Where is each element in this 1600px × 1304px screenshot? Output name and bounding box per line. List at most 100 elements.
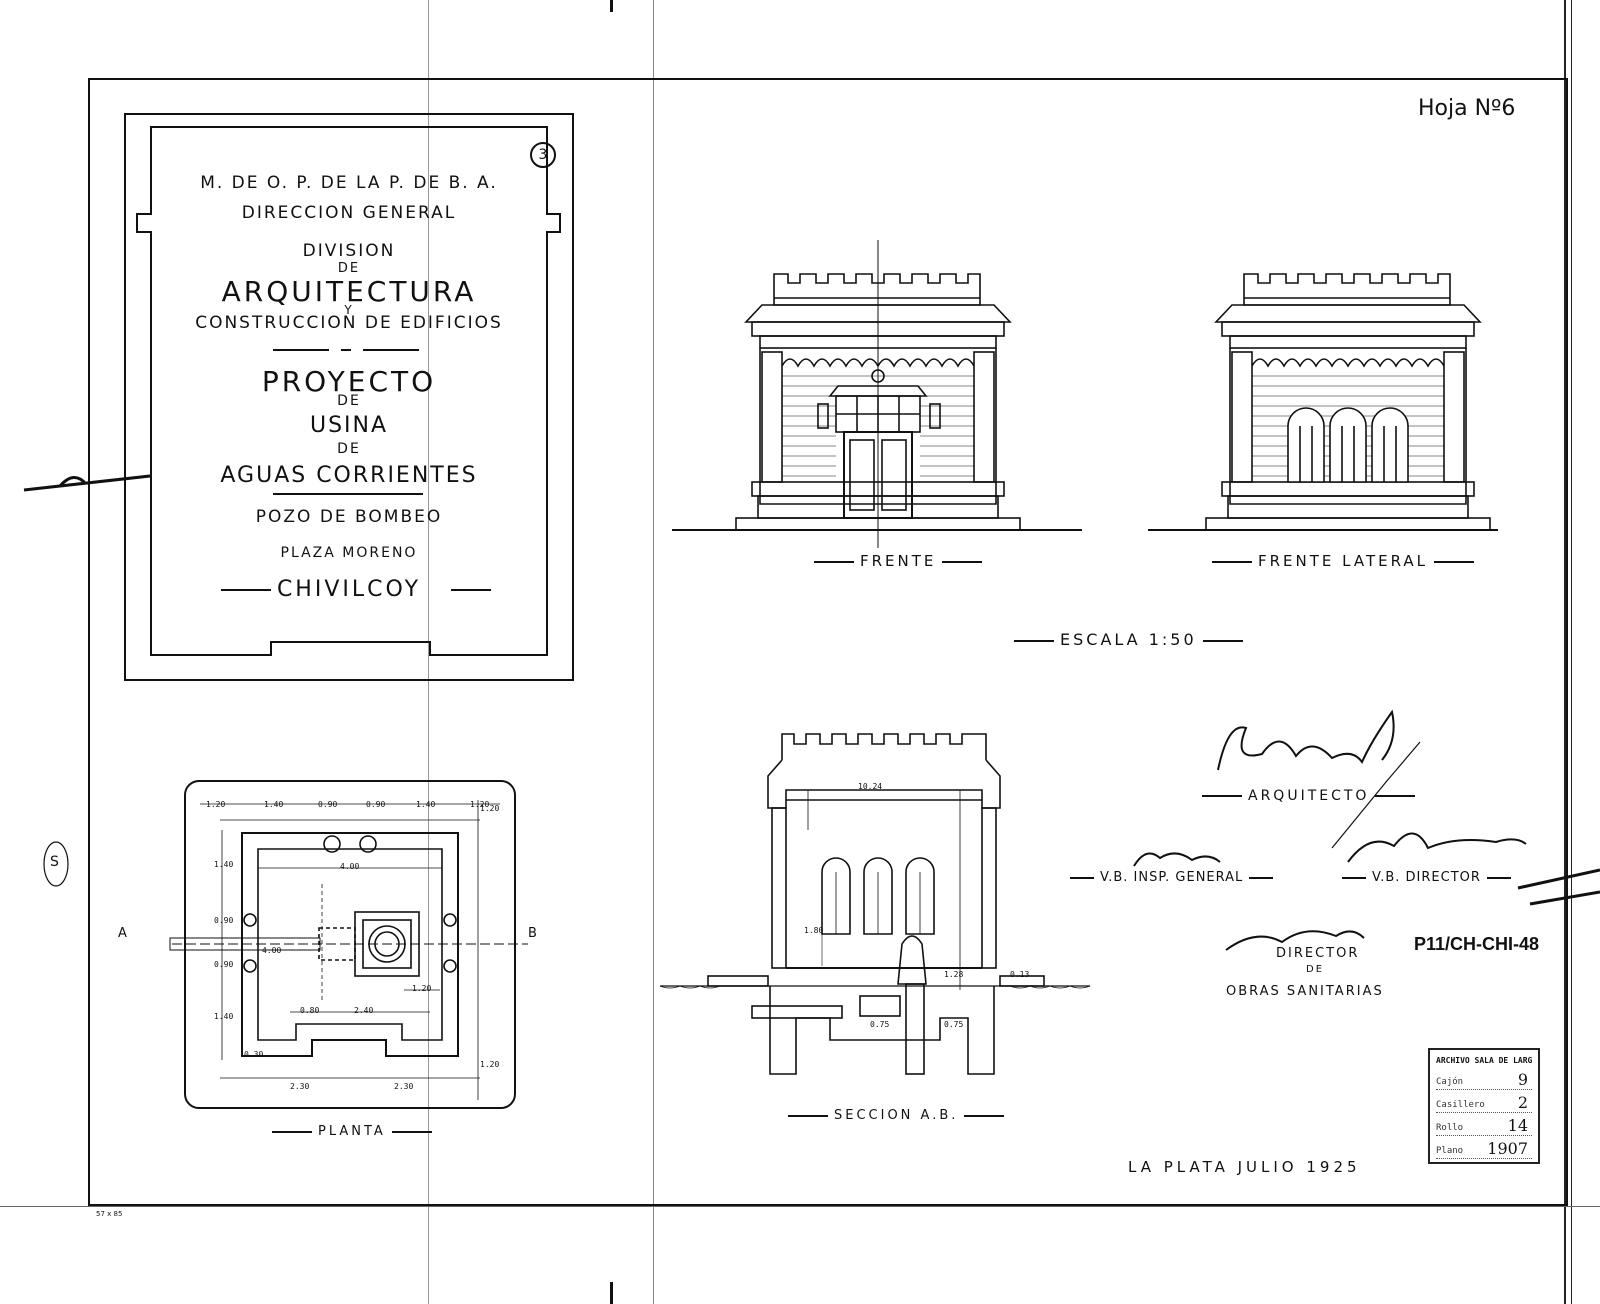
stamp-value: 9 (1517, 1070, 1528, 1089)
title-block: M. DE O. P. DE LA P. DE B. A. DIRECCION … (151, 127, 547, 655)
stamp-row: Casillero 2 (1436, 1090, 1532, 1113)
dim-bottom-2: 2.30 (394, 1082, 414, 1091)
stamp-key: Cajón (1436, 1077, 1464, 1087)
dim-top-4: 0.90 (366, 800, 386, 809)
title-city: CHIVILCOY (276, 577, 422, 602)
label-plan-text: PLANTA (318, 1124, 386, 1139)
director-title-text: V.B. DIRECTOR (1372, 870, 1481, 885)
title-y: Y (344, 303, 354, 317)
title-de-1: DE (337, 261, 361, 276)
dim-d4: 0.13 (1010, 970, 1030, 979)
dim-right-2: 1.20 (480, 1060, 500, 1069)
dim-d2: 0.75 (870, 1020, 890, 1029)
drawing-code: P11/CH-CHI-48 (1414, 934, 1540, 954)
dim-beam: 10.24 (858, 782, 883, 791)
label-scale-text: ESCALA 1:50 (1060, 630, 1197, 649)
title-usina: USINA (309, 413, 389, 438)
plan-view (169, 780, 528, 1109)
title-rule-3b (451, 589, 491, 591)
dim-d1: 1.28 (944, 970, 964, 979)
title-rule-1a (273, 349, 329, 351)
dim-d3: 0.75 (944, 1020, 964, 1029)
margin-mark-right (1517, 868, 1600, 906)
title-aguas: AGUAS CORRIENTES (220, 463, 478, 488)
corner-note: 57 x 85 (96, 1210, 123, 1218)
label-side-text: FRENTE LATERAL (1258, 552, 1429, 570)
stamp-value: 14 (1507, 1116, 1528, 1135)
sheet-number: Hoja Nº6 (1418, 96, 1516, 121)
title-architecture: ARQUITECTURA (221, 275, 477, 308)
title-ministry: M. DE O. P. DE LA P. DE B. A. (200, 173, 498, 193)
title-rule-3a (221, 589, 271, 591)
top-tick (610, 0, 613, 12)
title-construction: CONSTRUCCION DE EDIFICIOS (195, 313, 503, 333)
sheet-edge-right-2 (1571, 0, 1572, 1304)
place-date: LA PLATA JULIO 1925 (1128, 1158, 1361, 1176)
title-division: DIVISION (302, 241, 396, 261)
dim-bottom-1: 2.30 (290, 1082, 310, 1091)
signature-marks (1133, 709, 1527, 951)
inspector-title: V.B. INSP. GENERAL (1064, 870, 1279, 885)
dim-left-3: 0.90 (214, 960, 234, 969)
stamp-row: Cajón 9 (1436, 1067, 1532, 1090)
director-works-title-1: DIRECTOR (1276, 946, 1360, 961)
dim-right-1: 1.20 (480, 804, 500, 813)
dim-height: 1.80 (804, 926, 824, 935)
title-pozo: POZO DE BOMBEO (255, 507, 443, 527)
dim-top-2: 1.40 (264, 800, 284, 809)
dim-top-6: 1.20 (470, 800, 490, 809)
director-works-title-2: DE (1306, 964, 1325, 975)
label-plan: PLANTA (266, 1124, 438, 1139)
director-title: V.B. DIRECTOR (1336, 870, 1517, 885)
architect-title-text: ARQUITECTO (1248, 788, 1370, 804)
stamp-key: Rollo (1436, 1123, 1464, 1133)
label-front-text: FRENTE (860, 552, 937, 570)
margin-circle (43, 841, 69, 887)
title-de-3: DE (337, 441, 361, 457)
dim-inner-3: 1.20 (412, 984, 432, 993)
dim-inner-2: 2.40 (354, 1006, 374, 1015)
label-section-text: SECCION A.B. (834, 1108, 959, 1123)
dim-inner-width: 4.00 (340, 862, 360, 871)
bottom-tick (610, 1282, 613, 1304)
section-view (659, 733, 1091, 1075)
stamp-key: Plano (1436, 1146, 1464, 1156)
dim-top-3: 0.90 (318, 800, 338, 809)
title-rule-2 (273, 493, 423, 495)
side-elevation (1148, 273, 1498, 531)
inspector-title-text: V.B. INSP. GENERAL (1100, 870, 1244, 885)
margin-mark-left (23, 474, 151, 492)
dim-left-1: 1.40 (214, 860, 234, 869)
sheet-border (88, 78, 1568, 1206)
dim-left-4: 1.40 (214, 1012, 234, 1021)
dim-top-5: 1.40 (416, 800, 436, 809)
dim-left-2: 0.90 (214, 916, 234, 925)
label-side: FRENTE LATERAL (1206, 552, 1480, 570)
dim-top-1: 1.20 (206, 800, 226, 809)
stamp-value: 1907 (1487, 1139, 1528, 1158)
plate-number: 3 (530, 142, 556, 168)
section-marker-a: A (118, 926, 130, 941)
title-rule-1c (363, 349, 419, 351)
title-project: PROYECTO (261, 365, 437, 398)
bottom-border-line (0, 1206, 1600, 1207)
dim-inner-height: 4.00 (262, 946, 282, 955)
stamp-key: Casillero (1436, 1100, 1485, 1110)
title-plaza: PLAZA MORENO (280, 545, 418, 561)
stamp-row: Plano 1907 (1436, 1136, 1532, 1159)
title-de-2: DE (337, 393, 361, 409)
stamp-value: 2 (1517, 1093, 1528, 1112)
dim-inner-4: 0.80 (300, 1006, 320, 1015)
fold-line-center (653, 0, 654, 1304)
sheet-edge-right (1564, 0, 1566, 1304)
title-rule-1b (341, 349, 351, 351)
title-direction: DIRECCION GENERAL (241, 203, 457, 223)
director-works-title-3: OBRAS SANITARIAS (1226, 984, 1384, 999)
label-scale: ESCALA 1:50 (1008, 630, 1249, 649)
label-front: FRENTE (808, 552, 988, 570)
front-elevation (672, 240, 1082, 548)
label-section: SECCION A.B. (782, 1108, 1010, 1123)
title-block-frame (124, 113, 574, 681)
section-marker-b: B (528, 926, 540, 941)
